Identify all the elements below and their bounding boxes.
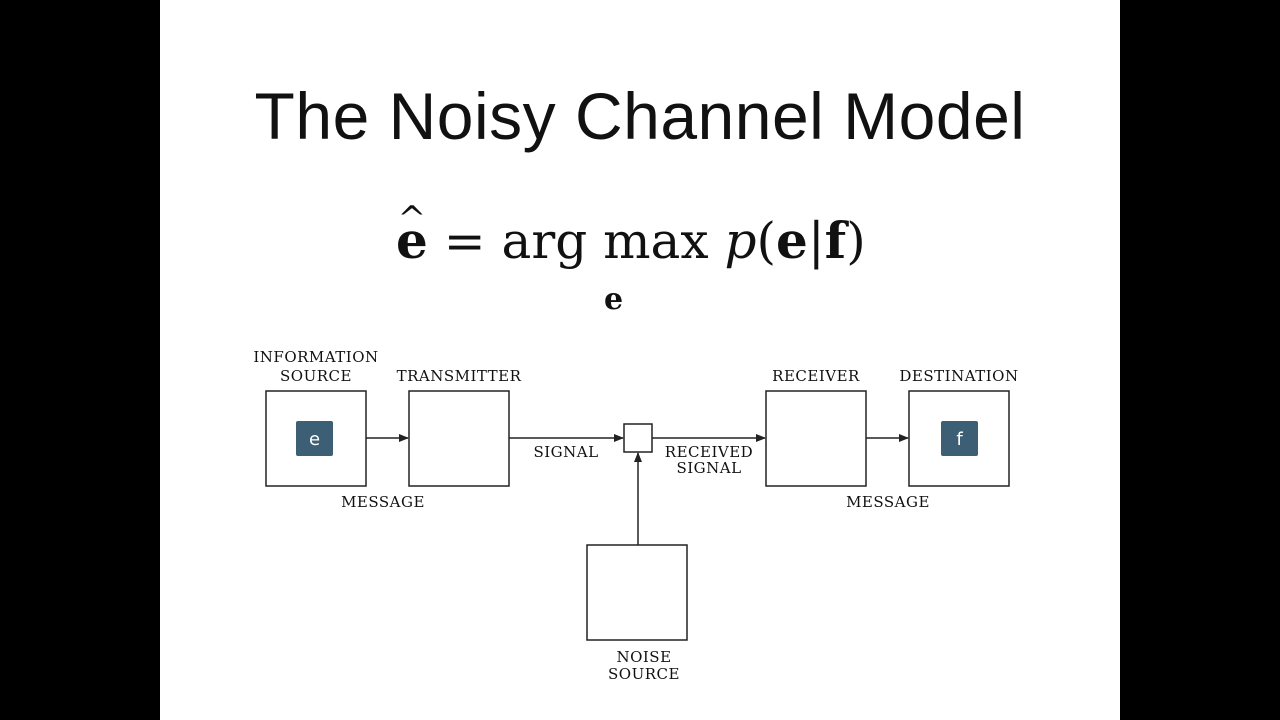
destination-tag: f	[941, 421, 978, 456]
information-source-box	[265, 390, 367, 487]
received-signal-label-line1: RECEIVED	[665, 443, 753, 461]
formula-equals: =	[443, 212, 486, 270]
source-tag-bg	[296, 421, 333, 456]
signal-label: SIGNAL	[533, 443, 598, 461]
noise-source-label-line1: NOISE	[616, 648, 671, 666]
source-tag: e	[296, 421, 333, 456]
formula-argmax: arg max	[501, 212, 709, 270]
source-tag-label: e	[309, 429, 320, 450]
slide-title: The Noisy Channel Model	[254, 79, 1026, 153]
message-label-right: MESSAGE	[846, 493, 930, 511]
channel-box	[623, 423, 653, 453]
receiver-box	[765, 390, 867, 487]
receiver-label: RECEIVER	[772, 367, 860, 385]
destination-tag-bg	[941, 421, 978, 456]
received-signal-label-line2: SIGNAL	[676, 459, 741, 477]
formula-f-arg: f	[824, 211, 847, 270]
slide: The Noisy Channel Model e = arg max p(e|…	[160, 0, 1120, 720]
destination-label: DESTINATION	[899, 367, 1018, 385]
transmitter-label: TRANSMITTER	[397, 367, 522, 385]
formula-argmax-subscript: e	[604, 282, 624, 317]
message-label-left: MESSAGE	[341, 493, 425, 511]
formula-open-paren: (	[756, 212, 776, 270]
transmitter-box	[408, 390, 510, 487]
formula-e-arg: e	[776, 211, 808, 270]
formula-e-hat: e	[396, 216, 428, 266]
formula-bar: |	[807, 212, 825, 270]
formula: e = arg max p(e|f) e	[160, 0, 1120, 330]
formula-p: p	[724, 212, 757, 270]
info-source-label-line2: SOURCE	[280, 367, 352, 385]
shannon-channel-diagram: e f INFORMATION SOURCE TRANSMITTER RECEI…	[253, 348, 1018, 683]
noise-source-box	[586, 544, 688, 641]
formula-close-paren: )	[846, 212, 866, 270]
formula-main: e = arg max p(e|f)	[396, 216, 866, 267]
destination-tag-label: f	[956, 429, 963, 450]
noise-source-label-line2: SOURCE	[608, 665, 680, 683]
info-source-label-line1: INFORMATION	[253, 348, 378, 366]
